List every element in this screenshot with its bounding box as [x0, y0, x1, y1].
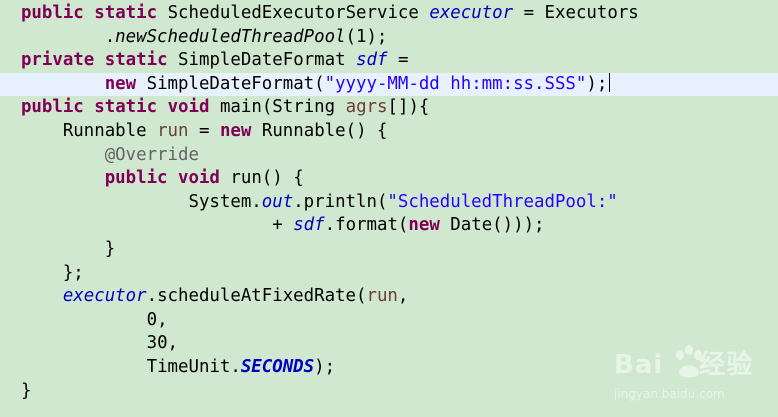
keyword-new: new [104, 73, 137, 94]
param-agrs: agrs [345, 97, 388, 118]
argument: 0, [146, 309, 168, 330]
keyword-public: public [104, 168, 168, 189]
code-text: Runnable() { [261, 121, 388, 141]
operator-plus: + [272, 215, 283, 236]
keyword-private: private [20, 50, 95, 71]
code-line-7: @Override [0, 144, 778, 168]
annotation-override: @Override [104, 144, 199, 165]
string-literal: "yyyy-MM-dd hh:mm:ss.SSS" [324, 73, 587, 94]
keyword-void: void [167, 97, 210, 118]
keyword-public: public [20, 3, 84, 23]
method-call: .scheduleAtFixedRate( [146, 286, 367, 307]
watermark-brand-left: Bai [614, 350, 664, 380]
watermark-url: jingyan.baidu.com [614, 387, 725, 401]
code-line-1: public static ScheduledExecutorService e… [0, 2, 778, 26]
code-line-5: public static void main(String agrs[]){ [0, 96, 778, 120]
field-executor: executor [62, 286, 147, 307]
code-text: = [198, 121, 210, 141]
code-text: ); [314, 357, 336, 377]
local-var-run: run [366, 286, 398, 307]
code-line-3: private static SimpleDateFormat sdf = [0, 49, 778, 73]
code-line-9: System.out.println("ScheduledThreadPool:… [0, 191, 778, 215]
code-line-10: + sdf.format(new Date())); [0, 214, 778, 238]
code-line-4-current: new SimpleDateFormat("yyyy-MM-dd hh:mm:s… [0, 72, 778, 97]
method-signature: main(String [219, 97, 336, 118]
code-line-2: .newScheduledThreadPool(1); [0, 26, 388, 47]
watermark: Bai 经验 jingyan.baidu.com [614, 345, 764, 403]
code-text: = [397, 50, 409, 71]
local-var-run: run [157, 121, 189, 141]
field-sdf: sdf [293, 215, 325, 236]
string-literal: "ScheduledThreadPool:" [387, 191, 618, 212]
code-text: Date())); [450, 215, 545, 236]
closing-brace: }; [62, 262, 84, 283]
code-text: ); [586, 73, 608, 94]
code-text: = Executors [523, 3, 639, 23]
static-method-call: newScheduledThreadPool [115, 26, 346, 47]
paw-icon [676, 345, 702, 378]
code-line-16: TimeUnit.SECONDS); [0, 356, 778, 380]
code-line-12: }; [0, 262, 778, 286]
type-name: SimpleDateFormat( [146, 73, 325, 94]
field-executor: executor [429, 3, 514, 23]
watermark-brand-right: 经验 [699, 350, 754, 380]
code-text: []){ [387, 97, 430, 118]
keyword-static: static [94, 3, 158, 23]
closing-brace: } [20, 380, 32, 401]
constant-seconds: SECONDS [240, 357, 315, 377]
keyword-new: new [219, 121, 252, 141]
code-line-15: 30, [0, 332, 778, 356]
keyword-new: new [408, 215, 440, 236]
argument: 30, [146, 333, 179, 354]
code-line-11: } [0, 238, 778, 262]
code-line-17: } [0, 380, 778, 404]
class-ref: TimeUnit. [146, 357, 241, 377]
keyword-static: static [104, 50, 168, 71]
text-caret [609, 72, 611, 92]
field-sdf: sdf [356, 50, 388, 71]
code-text: run() { [230, 168, 304, 189]
type-name: SimpleDateFormat [178, 50, 346, 71]
code-line-14: 0, [0, 309, 778, 333]
type-name: ScheduledExecutorService [167, 3, 419, 23]
code-text: , [397, 286, 409, 307]
closing-brace: } [104, 239, 116, 259]
code-text: (1); [345, 26, 388, 47]
keyword-public: public [20, 97, 84, 118]
code-line-13: executor.scheduleAtFixedRate(run, [0, 285, 778, 309]
type-name: Runnable [62, 121, 147, 141]
code-line-8: public void run() { [0, 167, 778, 191]
method-call: .format( [324, 215, 409, 236]
method-call: .println( [293, 191, 388, 212]
keyword-void: void [178, 168, 220, 189]
code-line-6: Runnable run = new Runnable() { [0, 120, 778, 144]
field-out: out [261, 191, 294, 212]
keyword-static: static [94, 97, 158, 118]
class-ref: System. [188, 191, 262, 212]
